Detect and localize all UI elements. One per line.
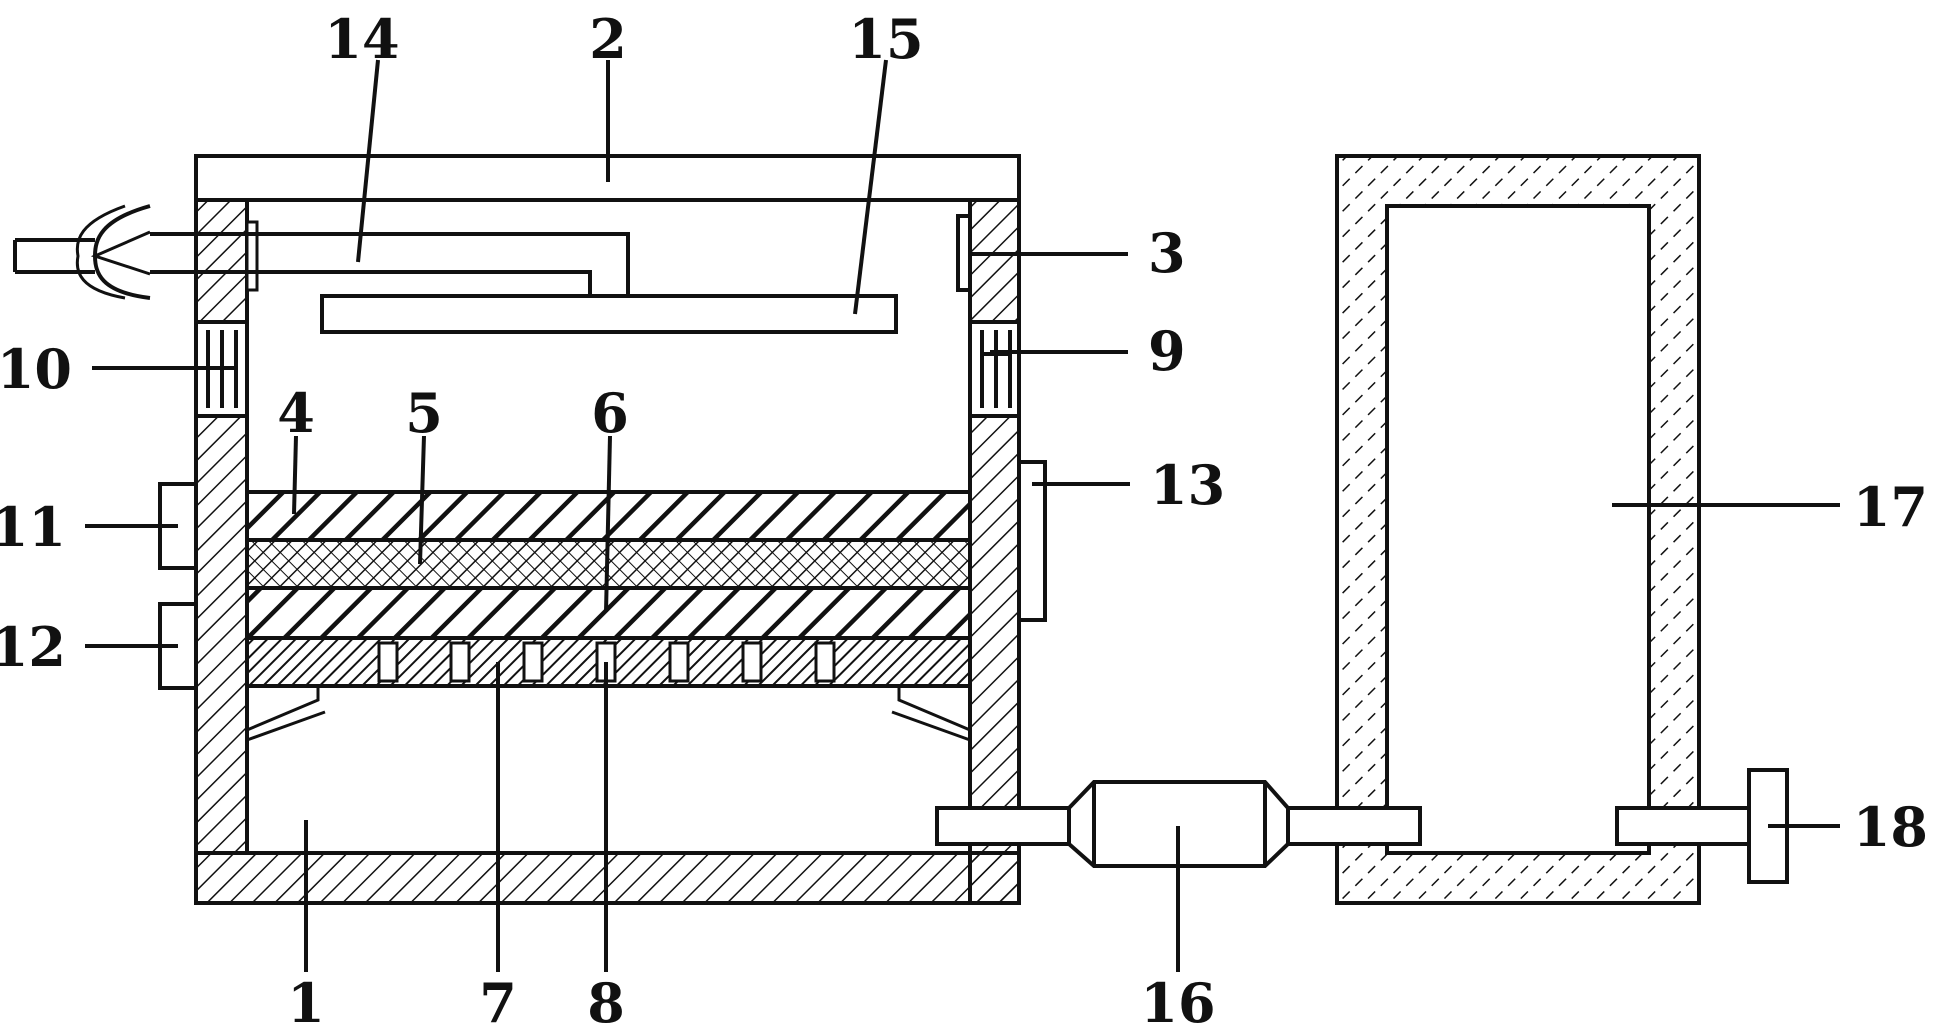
label-8: 8 bbox=[587, 971, 625, 1035]
label-18: 18 bbox=[1853, 795, 1928, 859]
label-7: 7 bbox=[479, 971, 517, 1035]
label-9: 9 bbox=[1148, 319, 1186, 383]
label-4: 4 bbox=[277, 381, 315, 445]
tank-left-wall bbox=[194, 198, 249, 855]
label-12: 12 bbox=[0, 615, 66, 679]
label-2: 2 bbox=[589, 7, 627, 71]
spray-plate bbox=[320, 294, 898, 334]
right-slide-rail bbox=[968, 320, 1021, 418]
drain-holes bbox=[377, 641, 836, 683]
label-14: 14 bbox=[324, 7, 399, 71]
tank-right-wall bbox=[968, 198, 1021, 905]
filter-layer-6 bbox=[245, 586, 972, 640]
label-15: 15 bbox=[848, 7, 923, 71]
left-support-b bbox=[246, 710, 326, 742]
label-10: 10 bbox=[0, 337, 72, 401]
side-box-13 bbox=[1017, 460, 1047, 622]
label-5: 5 bbox=[405, 381, 443, 445]
label-16: 16 bbox=[1140, 971, 1215, 1035]
label-11: 11 bbox=[0, 495, 66, 559]
label-3: 3 bbox=[1148, 221, 1186, 285]
label-1: 1 bbox=[287, 971, 325, 1035]
left-support bbox=[246, 686, 320, 732]
inlet-pipe bbox=[13, 204, 630, 300]
left-pipe-bracket bbox=[245, 220, 259, 292]
right-support bbox=[897, 686, 971, 732]
leader-lines bbox=[85, 59, 1840, 972]
tank-inlet-stub bbox=[1286, 806, 1422, 846]
right-support-b bbox=[891, 710, 971, 742]
storage-tank-cavity bbox=[1385, 204, 1651, 855]
bracket bbox=[956, 214, 972, 292]
outlet-pipe bbox=[1615, 806, 1751, 846]
label-17: 17 bbox=[1853, 475, 1928, 539]
label-13: 13 bbox=[1150, 453, 1225, 517]
label-6: 6 bbox=[591, 381, 629, 445]
